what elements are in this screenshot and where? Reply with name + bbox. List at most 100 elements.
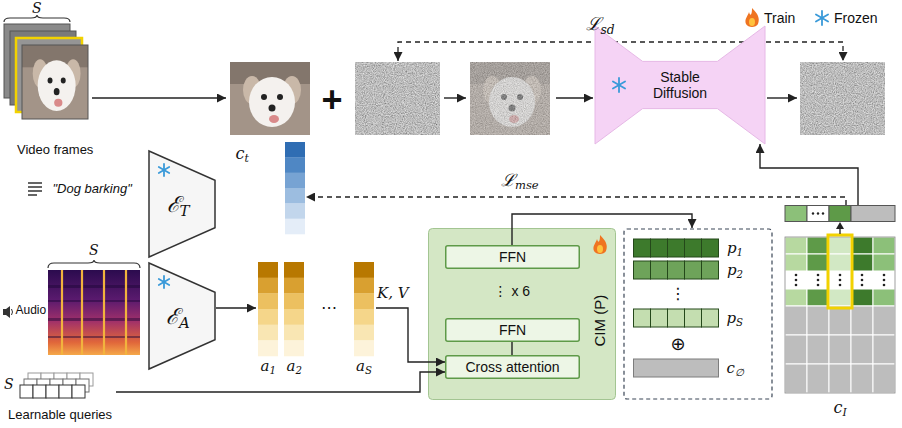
frozen-icon	[159, 167, 169, 173]
diffusion-model: Stable Diffusion	[595, 26, 765, 144]
feature-bar	[284, 278, 304, 294]
prompt-cell	[634, 309, 651, 327]
condition-matrix: cI	[783, 205, 897, 421]
matrix-cell	[785, 237, 807, 254]
matrix-cell	[785, 289, 807, 306]
frozen-icon	[159, 279, 169, 285]
prompt-cell	[651, 309, 668, 327]
matrix-cell	[851, 289, 873, 306]
group-outline	[624, 229, 772, 399]
ffn-block: FFN	[445, 318, 580, 342]
feature-bar	[258, 325, 278, 341]
matrix-cell	[785, 364, 807, 393]
matrix-cell	[829, 306, 851, 335]
feature-bar	[258, 340, 278, 356]
feature-bar	[258, 293, 278, 309]
query-cell	[72, 385, 85, 398]
matrix-cell	[807, 206, 829, 222]
frame-marker	[62, 270, 126, 355]
node-text: c∅	[727, 360, 744, 377]
loss-connector	[306, 197, 846, 205]
ellipsis-dot	[795, 284, 798, 287]
ellipsis-dot	[817, 274, 820, 277]
frozen-icon	[159, 279, 169, 285]
subscript: S	[736, 317, 743, 328]
null-bar	[634, 359, 719, 377]
brace	[48, 260, 140, 268]
noisy-frame-picture	[470, 62, 550, 135]
embedding-bar	[285, 173, 305, 189]
matrix-cell	[829, 289, 851, 306]
prompt-cell	[685, 239, 702, 257]
embedding-bar	[285, 157, 305, 173]
ellipsis-dot	[839, 284, 842, 287]
frozen-icon	[613, 82, 625, 89]
ellipsis: ⋯	[321, 299, 337, 317]
feature-bar	[284, 340, 304, 356]
embedding-bar	[285, 203, 305, 219]
query-cell	[20, 385, 33, 398]
subscript: 1	[737, 247, 743, 258]
audio-encoder: ℰA	[148, 262, 216, 370]
matrix-cell	[785, 335, 807, 364]
prompt-cell	[634, 239, 651, 257]
matrix-cell	[873, 254, 895, 271]
matrix-cell	[807, 306, 829, 335]
frozen-icon	[816, 11, 828, 25]
text-encoder: ℰT	[148, 150, 216, 258]
ellipsis-dot	[822, 212, 824, 214]
connector	[216, 307, 256, 308]
matrix-cell	[873, 289, 895, 306]
node-text: Cross attention	[466, 359, 560, 375]
ellipsis-dot	[817, 212, 819, 214]
node-text: ℰA	[166, 304, 190, 329]
feature-bar	[258, 262, 278, 278]
ellipsis-dot	[883, 284, 886, 287]
arrowhead	[836, 222, 844, 229]
node-text: ⋮ x 6	[494, 283, 531, 299]
train-icon	[745, 8, 758, 27]
ellipsis-dot	[861, 284, 864, 287]
matrix-cell	[873, 335, 895, 364]
subscript: ∅	[735, 367, 744, 378]
matrix-cell	[829, 364, 851, 393]
frozen-icon	[159, 167, 169, 173]
feature-bar	[284, 262, 304, 278]
ellipsis-dot	[861, 274, 864, 277]
text-icon	[28, 183, 42, 195]
prompt-cell	[668, 309, 685, 327]
caption-label: Audio	[16, 304, 47, 318]
matrix-cell	[785, 206, 807, 222]
embedding-bar	[285, 142, 305, 158]
matrix-cell	[807, 289, 829, 306]
matrix-cell	[851, 254, 873, 271]
count-label: S	[89, 242, 99, 258]
noise-overlay	[470, 62, 550, 135]
train-icon	[749, 18, 755, 26]
plus-sign: +	[322, 79, 343, 120]
matrix-cell	[829, 254, 851, 271]
matrix-cell	[873, 364, 895, 393]
audio-feature: aS	[352, 262, 376, 376]
node-text: ⊕	[671, 334, 686, 355]
learnable-queries: Learnable queries	[4, 368, 116, 424]
ellipsis-dot	[839, 274, 842, 277]
node-text: p1	[727, 240, 743, 257]
matrix-cell	[873, 237, 895, 254]
subscript: 2	[295, 365, 301, 376]
arrow	[556, 97, 593, 98]
subscript: 2	[737, 269, 743, 280]
node-text: p2	[727, 262, 743, 279]
node-text: a2	[287, 358, 302, 375]
node-text: CIM (P)	[591, 294, 608, 346]
subscript: I	[842, 406, 846, 419]
video-frame	[22, 45, 88, 119]
edge-label: K, V	[377, 285, 409, 302]
feature-bar	[354, 325, 374, 341]
subscript: mse	[515, 178, 539, 192]
matrix-cell	[785, 254, 807, 271]
ellipsis-dot	[817, 284, 820, 287]
train-icon	[597, 245, 603, 253]
node-text: ⋮	[670, 285, 686, 303]
feature-bar	[258, 309, 278, 325]
